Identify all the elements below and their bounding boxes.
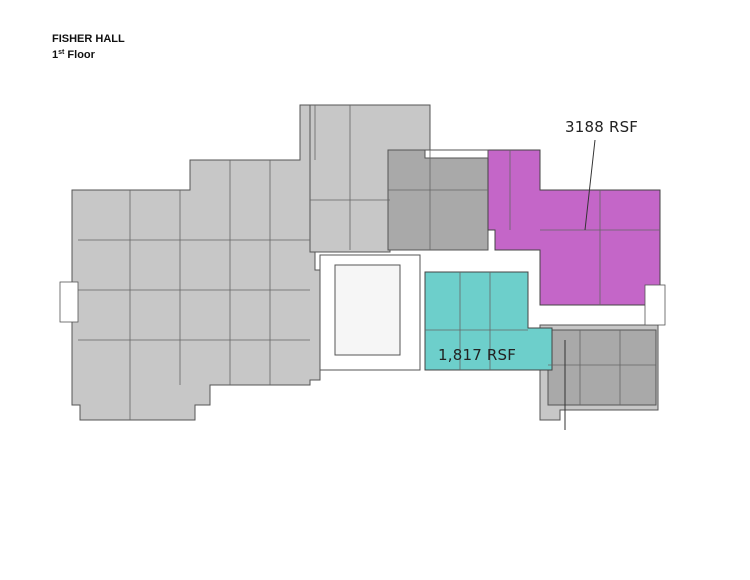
- interior-walls: [78, 105, 660, 420]
- suite-purple: [487, 149, 661, 306]
- suite-purple-area-label: 3188 RSF: [565, 118, 639, 136]
- dark-room-north: [387, 149, 489, 251]
- leader-lines: [564, 139, 596, 430]
- purple-leader: [584, 139, 596, 231]
- floor-word: Floor: [67, 49, 95, 61]
- building-name: FISHER HALL: [52, 33, 125, 45]
- lobby-core: [319, 149, 489, 371]
- north-notch: [424, 149, 489, 159]
- floor-number: 1: [52, 49, 59, 61]
- stair-hall: [334, 264, 401, 356]
- suite-teal-area-label: 1,817 RSF: [438, 346, 517, 364]
- dark-rooms: [387, 149, 657, 406]
- stairs: [59, 281, 666, 326]
- west-wing: [71, 104, 321, 421]
- title-block: FISHER HALL 1st Floor: [52, 33, 125, 62]
- suite-teal: [424, 271, 553, 371]
- floor-label: 1st Floor: [52, 46, 125, 62]
- dark-room-east: [547, 329, 657, 406]
- floor-suffix: st: [58, 49, 65, 56]
- east-stair: [644, 284, 666, 326]
- west-stair: [59, 281, 79, 323]
